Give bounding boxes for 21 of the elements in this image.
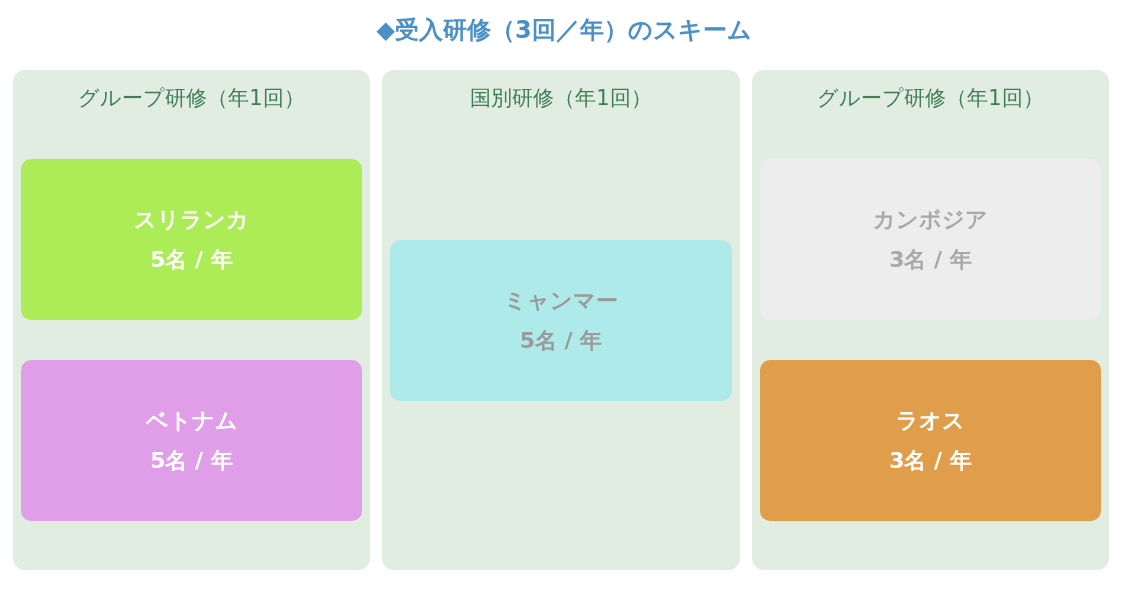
country-name: ベトナム <box>145 406 238 435</box>
panel-heading: 国別研修（年1回） <box>469 85 653 112</box>
country-box <box>21 159 362 320</box>
quota-text: 5名 / 年 <box>150 446 233 475</box>
country-name: ミャンマー <box>504 286 618 315</box>
quota-text: 5名 / 年 <box>150 245 233 274</box>
country-name: ラオス <box>896 406 965 435</box>
country-box <box>760 360 1101 521</box>
panel-heading: グループ研修（年1回） <box>77 85 306 112</box>
quota-text: 5名 / 年 <box>519 326 603 355</box>
group-panel <box>752 70 1109 570</box>
group-panel <box>382 70 740 570</box>
quota-text: 3名 / 年 <box>889 446 972 475</box>
group-panel <box>13 70 370 570</box>
country-name: カンボジア <box>873 205 988 234</box>
title: ◆受入研修（3回／年）のスキーム <box>375 15 753 46</box>
country-box <box>21 360 362 521</box>
country-name: スリランカ <box>134 205 249 234</box>
quota-text: 3名 / 年 <box>889 245 972 274</box>
panel-heading: グループ研修（年1回） <box>816 85 1045 112</box>
country-box <box>390 240 732 401</box>
